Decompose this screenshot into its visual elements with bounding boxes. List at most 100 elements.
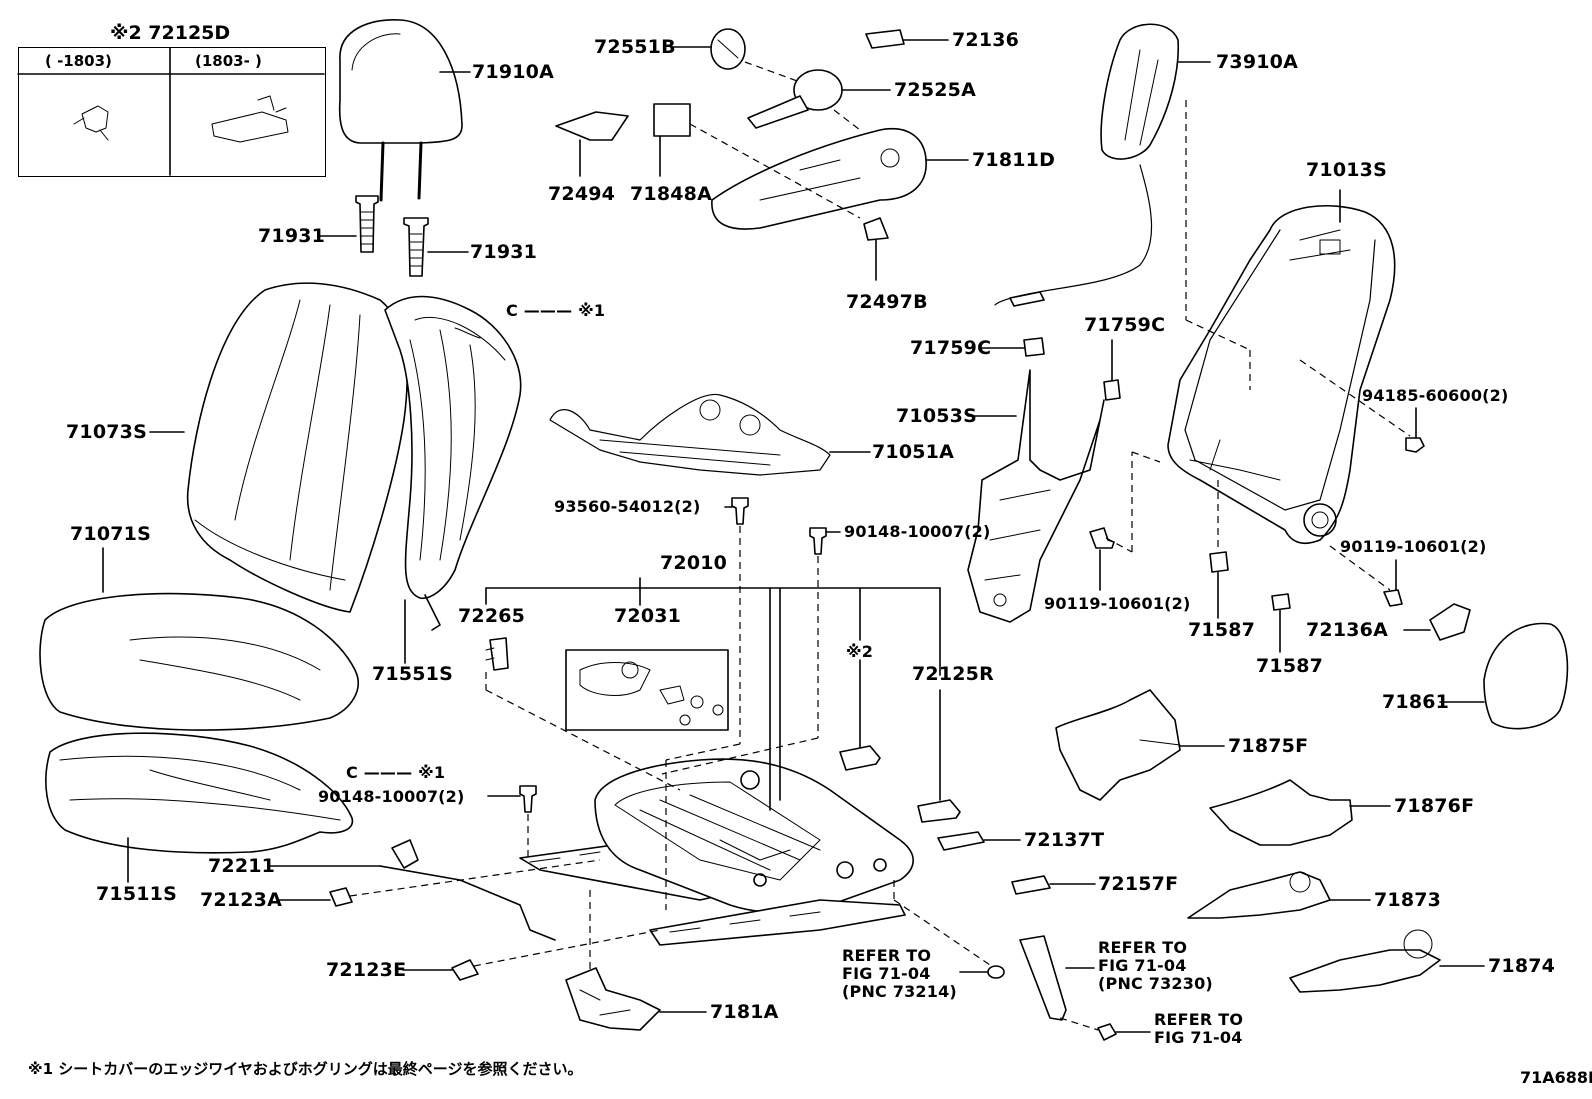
label-71013S[interactable]: 71013S [1306,159,1387,181]
clip-71759C[interactable] [979,337,1121,401]
back-frame-71053S[interactable] [967,369,1105,623]
refer-note-3-line1[interactable]: REFER TO [1154,1010,1244,1029]
label-72123A[interactable]: 72123A [200,889,283,911]
note-mark-2: ※2 [846,642,874,661]
lever-wire-72211[interactable] [267,839,556,981]
label-72494[interactable]: 72494 [548,183,616,205]
shield-71811D[interactable] [711,127,969,230]
label-71759C-b[interactable]: 71759C [1084,314,1166,336]
label-90148-mid[interactable]: 90148-10007(2) [844,522,991,541]
label-72010[interactable]: 72010 [660,552,728,574]
label-71848A[interactable]: 71848A [630,183,713,205]
assembly-bracket [485,577,941,811]
refer-note-1-line3[interactable]: (PNC 73214) [842,982,957,1001]
label-71073S[interactable]: 71073S [66,421,147,443]
motor-kit-box[interactable] [565,649,729,731]
label-71587-b[interactable]: 71587 [1256,655,1324,677]
inset-col-right: (1803- ) [195,52,262,70]
label-71873[interactable]: 71873 [1374,889,1442,911]
label-93560[interactable]: 93560-54012(2) [554,497,701,516]
knob-72551B[interactable] [671,28,746,70]
refer-parts[interactable] [959,935,1151,1041]
label-71551S[interactable]: 71551S [372,663,453,685]
label-72136[interactable]: 72136 [952,29,1020,51]
cover-71874[interactable] [1289,929,1485,993]
label-72525A[interactable]: 72525A [894,79,977,101]
footnote: ※1 シートカバーのエッジワイヤおよびホグリングは最終ページを参照ください。 [28,1060,583,1078]
label-71051A[interactable]: 71051A [872,441,955,463]
refer-note-1-line2[interactable]: FIG 71-04 [842,964,931,983]
cover-72497B[interactable] [863,217,889,281]
inset-table: ( -1803) (1803- ) [18,47,326,177]
knob-72525A[interactable] [747,69,891,129]
label-71861[interactable]: 71861 [1382,691,1450,713]
bolt-93560[interactable] [724,497,749,525]
label-71910A[interactable]: 71910A [472,61,555,83]
seatback-pad-part[interactable] [384,295,522,664]
label-90119-right[interactable]: 90119-10601(2) [1340,537,1487,556]
label-72265[interactable]: 72265 [458,605,526,627]
label-71876F[interactable]: 71876F [1394,795,1475,817]
inset-col-left: ( -1803) [45,52,112,70]
label-72137T[interactable]: 72137T [1024,829,1105,851]
bolt-90119-right[interactable] [1383,559,1403,607]
label-71511S[interactable]: 71511S [96,883,177,905]
label-72031[interactable]: 72031 [614,605,682,627]
label-71875F[interactable]: 71875F [1228,735,1309,757]
bolt-90148-mid[interactable] [809,527,841,555]
escutcheon-72494[interactable] [555,111,629,177]
label-94185[interactable]: 94185-60600(2) [1362,386,1509,405]
seatback-frame-71013S[interactable] [1167,189,1396,545]
label-72125R[interactable]: 72125R [912,663,994,685]
switch-71848A[interactable] [653,103,691,177]
label-72157F[interactable]: 72157F [1098,873,1179,895]
side-airbag-73910A[interactable] [994,23,1211,307]
clip-71587[interactable] [1209,551,1291,653]
label-7181A[interactable]: 7181A [710,1001,779,1023]
clip-72265[interactable] [485,637,509,671]
seat-cushion-cover-part[interactable] [39,547,359,731]
label-73910A[interactable]: 73910A [1216,51,1299,73]
seat-adjuster-frame[interactable] [519,758,914,946]
brackets-72125[interactable] [839,745,961,823]
label-90148-left[interactable]: 90148-10007(2) [318,787,465,806]
label-72123E[interactable]: 72123E [326,959,407,981]
refer-note-2-line3[interactable]: (PNC 73230) [1098,974,1213,993]
label-71931-b[interactable]: 71931 [470,241,538,263]
label-72497B[interactable]: 72497B [846,291,928,313]
label-71874[interactable]: 71874 [1488,955,1556,977]
figure-code: 71A688E [1520,1068,1592,1087]
label-71759C-a[interactable]: 71759C [910,337,992,359]
cover-71876F[interactable] [1209,779,1391,846]
cover-71861[interactable] [1439,622,1569,730]
label-90119-mid[interactable]: 90119-10601(2) [1044,594,1191,613]
label-71931-a[interactable]: 71931 [258,225,326,247]
label-71587-a[interactable]: 71587 [1188,619,1256,641]
refer-note-2-line1[interactable]: REFER TO [1098,938,1188,957]
refer-note-1-line1[interactable]: REFER TO [842,946,932,965]
switch-72136A[interactable] [1403,603,1471,641]
seat-cushion-pad-part[interactable] [45,732,354,883]
refer-note-3-line2[interactable]: FIG 71-04 [1154,1028,1243,1047]
headrest-guide-part[interactable] [317,195,469,277]
nut-94185[interactable] [1405,407,1425,453]
label-72551B[interactable]: 72551B [594,36,676,58]
headrest-part[interactable] [338,19,471,202]
switch-72136[interactable] [865,29,949,49]
label-71811D[interactable]: 71811D [972,149,1056,171]
cover-71873[interactable] [1187,871,1371,919]
label-72211[interactable]: 72211 [208,855,276,877]
bracket-7181A[interactable] [565,967,707,1031]
covers-72137-72157[interactable] [937,831,1096,895]
cover-note-top: C ——— ※1 [506,301,606,320]
label-72136A[interactable]: 72136A [1306,619,1389,641]
refer-note-2-line2[interactable]: FIG 71-04 [1098,956,1187,975]
bolt-90119-mid[interactable] [1089,527,1115,591]
bolt-90148-left[interactable] [487,785,537,813]
seatback-cover-part[interactable] [149,282,408,613]
label-71053S[interactable]: 71053S [896,405,977,427]
label-71071S[interactable]: 71071S [70,523,151,545]
lumbar-support-71051A[interactable] [549,393,871,476]
cover-71875F[interactable] [1055,689,1225,801]
